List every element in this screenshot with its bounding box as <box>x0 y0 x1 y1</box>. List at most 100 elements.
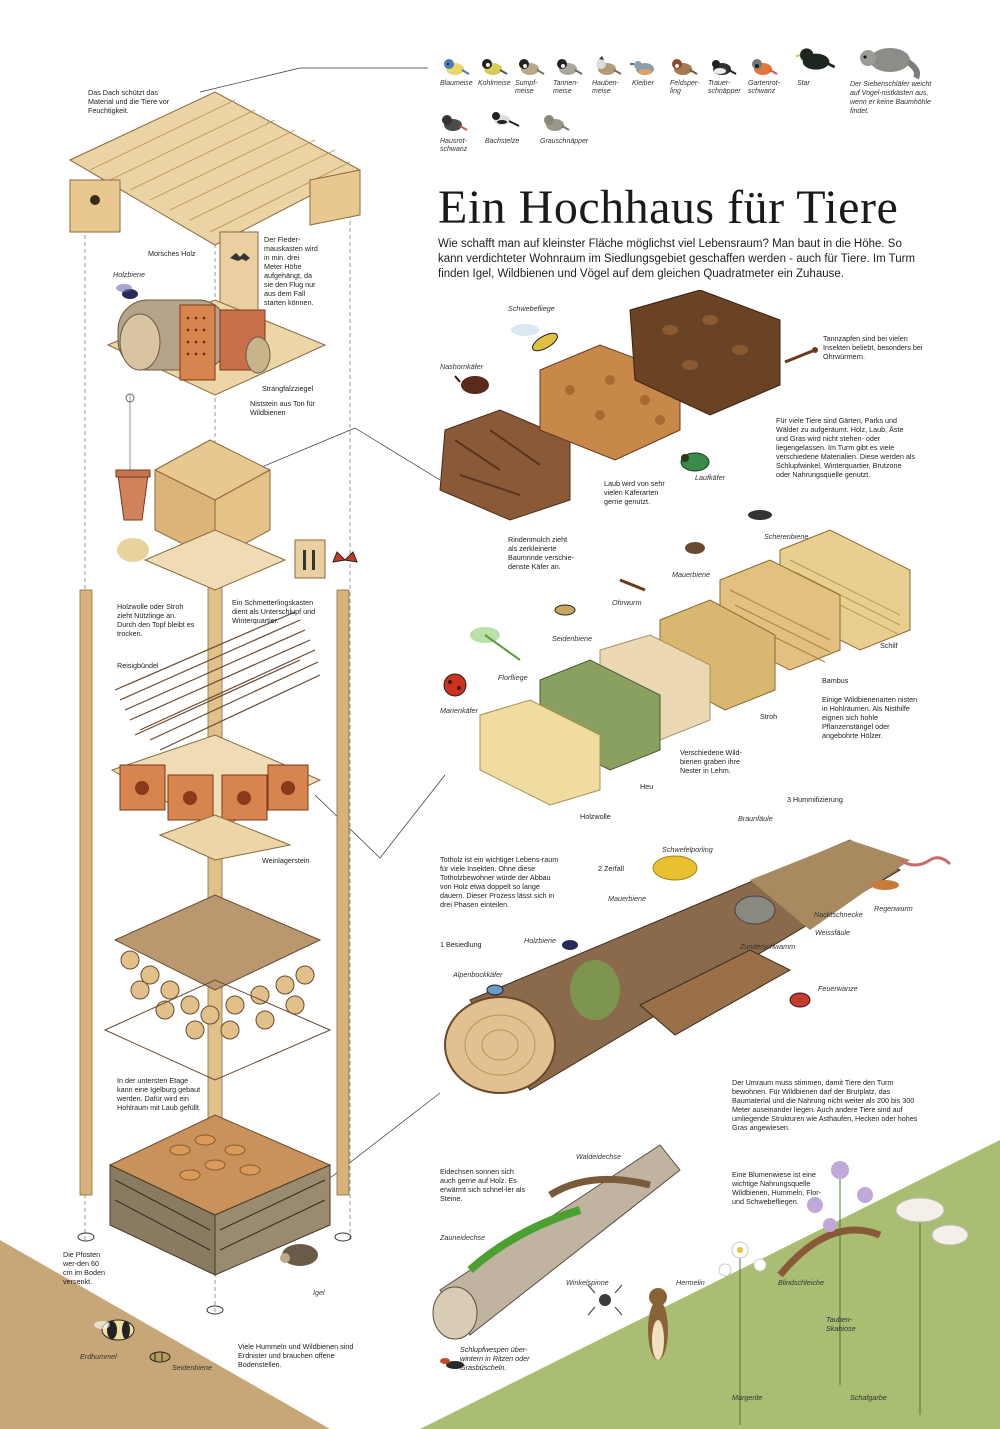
soil-corner <box>0 1240 330 1429</box>
rotting-log <box>444 839 910 1094</box>
stroh-label: Stroh <box>760 712 778 721</box>
redstart-icon <box>752 59 778 75</box>
bird-label: Blaumeise <box>440 80 473 87</box>
scabious-icon <box>807 1161 873 1385</box>
schilf-label: Schilf <box>880 641 898 650</box>
firebug-icon <box>789 992 811 1008</box>
bird-label: Hausrot-schwanz <box>440 138 468 153</box>
marienkaefer-label: Marienkäfer <box>440 706 478 715</box>
wasp-icon <box>440 1358 464 1369</box>
lehm-note: Verschiedene Wild-bienen graben ihre Nes… <box>680 748 742 775</box>
bird-label: Bachstelze <box>485 138 520 145</box>
regenwurm-label: Regenwurm <box>874 904 913 913</box>
alpine-longhorn-icon <box>486 984 504 996</box>
mauerbiene-label: Mauerbiene <box>672 570 710 579</box>
holzbiene-label: Holzbiene <box>113 270 145 279</box>
carpenter-bee2-icon <box>562 940 578 950</box>
scherenbiene-label: Scherenbiene <box>764 532 809 541</box>
clay-pot <box>115 393 151 562</box>
silk-bee-icon <box>149 1351 171 1363</box>
nacktschnecke-label: Nacktschnecke <box>814 910 863 919</box>
igelburg-note: In der untersten Etage kann eine Igelbur… <box>117 1076 201 1112</box>
schafgarbe-label: Schafgarbe <box>850 1393 887 1402</box>
nuthatch-icon <box>630 61 654 75</box>
bat-box-note: Der Fleder-mauskasten wird in min. drei … <box>264 235 318 307</box>
alpenbockkaefer-label: Alpenbockkäfer <box>453 970 503 979</box>
mason-bee-icon <box>685 542 705 554</box>
rhinoceros-beetle-icon <box>454 375 489 394</box>
scissor-bee-icon <box>748 510 772 520</box>
pfosten-note: Die Pfosten wer-den 60 cm im Boden verse… <box>63 1250 105 1286</box>
butterfly-box-note: Ein Schmetterlingskasten dient als Unter… <box>232 598 316 625</box>
ladybird-icon <box>443 673 467 697</box>
schwebefliege-label: Schwebefliege <box>508 304 555 313</box>
eidechsen-note: Eidechsen sonnen sich auch gerne auf Hol… <box>440 1167 526 1203</box>
zunderschwamm-label: Zunderschwamm <box>740 942 796 951</box>
post-left <box>79 589 93 1196</box>
ground-beetle-icon <box>680 452 710 472</box>
umraum-note: Der Umraum muss stimmen, damit Tiere den… <box>732 1078 918 1132</box>
wagtail-icon <box>492 112 520 127</box>
weissfaeule-label: Weissfäule <box>815 928 851 937</box>
bambus-label: Bambus <box>822 676 849 685</box>
bark-mulch <box>439 409 571 521</box>
braunfaeule-label: Braunfäule <box>738 814 773 823</box>
insect-tower <box>68 91 362 1363</box>
lizard-log <box>432 1144 681 1340</box>
butterfly-icon <box>332 551 358 563</box>
spotted-flycatcher-icon <box>544 115 570 131</box>
earwig-icon <box>784 347 818 364</box>
niststein-note: Niststein aus Ton für Wildbienen <box>250 399 315 417</box>
bird-label: Hauben-meise <box>592 80 619 95</box>
boden-note: Viele Hummeln und Wildbienen sind Erdnis… <box>238 1342 354 1369</box>
coal-tit-icon <box>557 59 583 75</box>
crate-floor <box>143 439 287 591</box>
upper-floor <box>106 299 327 396</box>
materials-illustration <box>439 290 911 806</box>
seidenbiene-ground-label: Seidenbiene <box>172 1363 212 1372</box>
dormouse-note: Der Siebenschläfer weicht auf Vogel-nist… <box>850 81 932 115</box>
bat-box <box>219 231 259 313</box>
bumblebee-icon <box>94 1319 135 1341</box>
wood-wool-bundle <box>479 699 601 806</box>
marsh-tit-icon <box>519 59 545 75</box>
pied-flycatcher-icon <box>712 60 737 75</box>
daisy-icon <box>718 1241 767 1425</box>
bird-label: Sumpf-meise <box>515 80 538 95</box>
rindenmulch-note: Rindenmulch zieht als zerkleinerte Baumr… <box>508 535 574 571</box>
silk-bee2-icon <box>554 604 576 616</box>
slow-worm-icon <box>777 1226 882 1278</box>
holzwolle-label: Holzwolle <box>580 812 611 821</box>
post-right <box>336 589 350 1196</box>
roof-note: Das Dach schützt das Material und die Ti… <box>88 88 170 115</box>
slug-icon <box>871 880 899 890</box>
schwefelporling-label: Schwefelporling <box>662 845 713 854</box>
laub-note: Laub wird von sehr vielen Käferarten ger… <box>604 479 665 506</box>
butterfly-box <box>294 539 326 579</box>
bird-label: Trauer-schnäpper <box>708 80 741 95</box>
hedgehog-icon <box>280 1244 318 1266</box>
hohlraum-note: Einige Wildbienenarten nisten in Hohlräu… <box>822 695 918 740</box>
morsches-holz-label: Morsches Holz <box>148 249 196 258</box>
holzwolle-note: Holzwolle oder Stroh zieht Nützlinge an.… <box>117 602 195 638</box>
blue-tit-icon <box>444 59 470 75</box>
blindschleiche-label: Blindschleiche <box>778 1278 824 1287</box>
hoverfly-icon <box>511 324 558 352</box>
bird-label: Gartenrot-schwanz <box>748 80 780 95</box>
bird-label: Grauschnäpper <box>540 138 589 145</box>
margerite-label: Margerite <box>732 1393 763 1402</box>
holzbiene-deadwood-label: Holzbiene <box>524 936 556 945</box>
deadwood-illustration <box>444 839 952 1094</box>
nashornkaefer-label: Nashornkäfer <box>440 362 484 371</box>
brick-floor <box>110 734 322 861</box>
crested-tit-icon <box>596 56 622 75</box>
carpenter-bee-icon <box>116 284 138 299</box>
bird-label: Kleiber <box>632 80 654 87</box>
phase3-label: 3 Hummifizierung <box>787 795 843 804</box>
strangfalzziegel-label: Strangfalzziegel <box>262 384 314 393</box>
weinlagerstein-label: Weinlagerstein <box>262 856 310 865</box>
bird-label: Star <box>797 80 810 87</box>
totholz-note: Totholz ist ein wichtiger Lebens-raum fü… <box>440 855 559 909</box>
roof <box>68 91 362 246</box>
